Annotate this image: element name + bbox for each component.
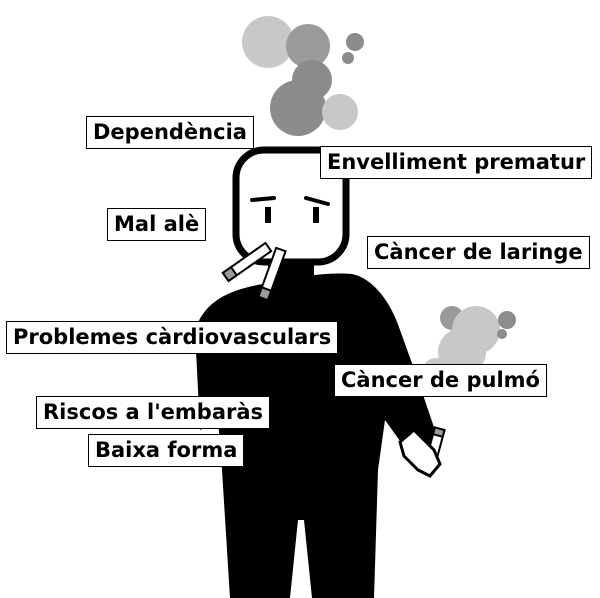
- label-riscos-embaras: Riscos a l'embaràs: [36, 396, 271, 429]
- label-cancer-pulmo: Càncer de pulmó: [334, 364, 547, 397]
- person-head: [232, 146, 350, 266]
- label-mal-ale: Mal alè: [107, 208, 207, 241]
- face: [250, 196, 330, 223]
- label-cancer-laringe: Càncer de laringe: [367, 236, 590, 269]
- label-problemes-cardio: Problemes càrdiovasculars: [6, 321, 339, 354]
- label-envelliment: Envelliment prematur: [320, 146, 593, 179]
- head-smoke-cloud: [242, 16, 364, 136]
- mouth-cigarettes: [221, 241, 287, 302]
- hand-with-cigarette: [398, 426, 446, 478]
- person-body: [195, 273, 440, 598]
- label-baixa-forma: Baixa forma: [88, 434, 245, 467]
- label-dependencia: Dependència: [86, 116, 254, 149]
